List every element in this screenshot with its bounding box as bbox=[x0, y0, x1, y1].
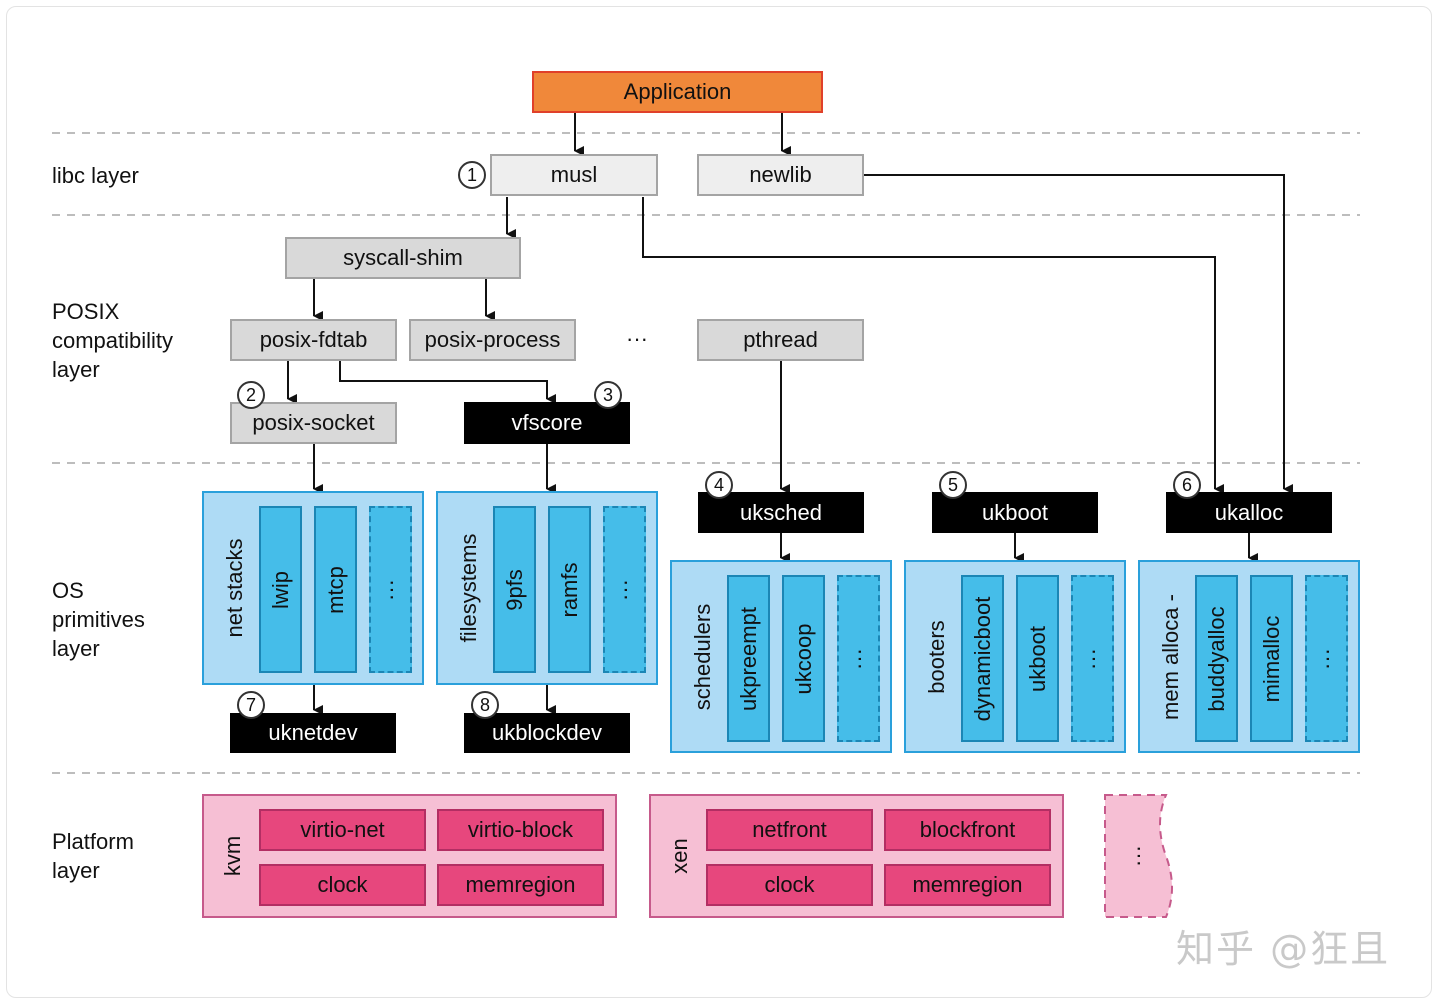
diagram-frame bbox=[6, 6, 1432, 998]
ukalloc-box: ukalloc bbox=[1166, 492, 1332, 533]
pthread-box: pthread bbox=[697, 319, 864, 361]
booters-title: booters bbox=[924, 619, 949, 694]
allocators-group: mem alloca - buddyalloc mimalloc ··· bbox=[1138, 560, 1360, 753]
allocators-title: mem alloca - bbox=[1158, 593, 1183, 720]
ukboot-module: ukboot bbox=[1016, 575, 1059, 742]
newlib-box: newlib bbox=[697, 154, 864, 196]
kvm-platform-group: kvm virtio-net virtio-block clock memreg… bbox=[202, 794, 617, 918]
posix-layer-label: POSIX compatibility layer bbox=[52, 299, 174, 382]
xen-memregion-module: memregion bbox=[884, 864, 1051, 906]
posix-more-ellipsis: ··· bbox=[626, 326, 648, 351]
posix-socket-box: posix-socket bbox=[230, 402, 397, 444]
xen-title: xen bbox=[667, 838, 692, 874]
platform-more-ellipsis: ··· bbox=[1125, 845, 1150, 867]
syscall-shim-box: syscall-shim bbox=[285, 237, 521, 279]
badge-7: 7 bbox=[237, 691, 265, 719]
kvm-title: kvm bbox=[220, 835, 245, 877]
alloc-more-module: ··· bbox=[1305, 575, 1348, 742]
ramfs-module: ramfs bbox=[548, 506, 591, 673]
platform-layer-label: Platform layer bbox=[52, 829, 134, 883]
mtcp-module: mtcp bbox=[314, 506, 357, 673]
fs-more-module: ··· bbox=[603, 506, 646, 673]
schedulers-group: schedulers ukpreempt ukcoop ··· bbox=[670, 560, 892, 753]
virtio-block-module: virtio-block bbox=[437, 809, 604, 851]
xen-platform-group: xen netfront blockfront clock memregion bbox=[649, 794, 1064, 918]
filesystems-title: filesystems bbox=[456, 533, 481, 643]
layer-separators bbox=[52, 132, 1360, 774]
blockfront-module: blockfront bbox=[884, 809, 1051, 851]
platform-more-group: ··· bbox=[1104, 794, 1174, 918]
dynamicboot-module: dynamicboot bbox=[961, 575, 1004, 742]
ukpreempt-module: ukpreempt bbox=[727, 575, 770, 742]
boot-more-module: ··· bbox=[1071, 575, 1114, 742]
kvm-clock-module: clock bbox=[259, 864, 426, 906]
sched-more-module: ··· bbox=[837, 575, 880, 742]
ukboot-box: ukboot bbox=[932, 492, 1098, 533]
os-layer-label: OS primitives layer bbox=[52, 578, 145, 661]
watermark-text: 知乎 @狂且 bbox=[1176, 927, 1391, 971]
net-stacks-title: net stacks bbox=[222, 538, 247, 638]
filesystems-group: filesystems 9pfs ramfs ··· bbox=[436, 491, 658, 685]
badge-5: 5 bbox=[939, 471, 967, 499]
vfscore-box: vfscore bbox=[464, 402, 630, 444]
arrow-newlib-ukalloc bbox=[864, 174, 1293, 494]
net-stacks-group: net stacks lwip mtcp ··· bbox=[202, 491, 424, 685]
uksched-box: uksched bbox=[698, 492, 864, 533]
badge-1: 1 bbox=[458, 161, 486, 189]
booters-group: booters dynamicboot ukboot ··· bbox=[904, 560, 1126, 753]
libc-layer-label: libc layer bbox=[52, 163, 139, 188]
badge-8: 8 bbox=[471, 691, 499, 719]
mimalloc-module: mimalloc bbox=[1250, 575, 1293, 742]
posix-fdtab-box: posix-fdtab bbox=[230, 319, 397, 361]
kvm-memregion-module: memregion bbox=[437, 864, 604, 906]
application-box: Application bbox=[532, 71, 823, 113]
xen-clock-module: clock bbox=[706, 864, 873, 906]
buddyalloc-module: buddyalloc bbox=[1195, 575, 1238, 742]
uknetdev-box: uknetdev bbox=[230, 713, 396, 753]
schedulers-title: schedulers bbox=[690, 603, 715, 710]
ukblockdev-box: ukblockdev bbox=[464, 713, 630, 753]
netfront-module: netfront bbox=[706, 809, 873, 851]
ukcoop-module: ukcoop bbox=[782, 575, 825, 742]
badge-6: 6 bbox=[1173, 471, 1201, 499]
arrow-fdtab-vfscore bbox=[339, 361, 556, 404]
posix-process-box: posix-process bbox=[409, 319, 576, 361]
9pfs-module: 9pfs bbox=[493, 506, 536, 673]
badge-2: 2 bbox=[237, 381, 265, 409]
musl-box: musl bbox=[490, 154, 658, 196]
arrow-musl-ukalloc bbox=[642, 197, 1224, 494]
lwip-module: lwip bbox=[259, 506, 302, 673]
virtio-net-module: virtio-net bbox=[259, 809, 426, 851]
badge-4: 4 bbox=[705, 471, 733, 499]
net-more-module: ··· bbox=[369, 506, 412, 673]
badge-3: 3 bbox=[594, 381, 622, 409]
